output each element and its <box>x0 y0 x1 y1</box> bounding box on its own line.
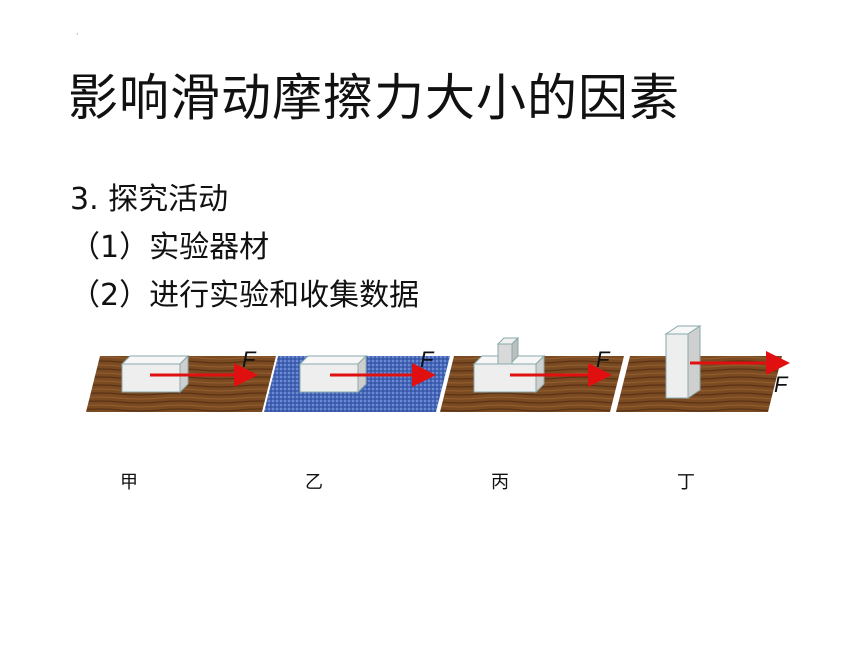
panel-jia: F <box>86 347 276 412</box>
force-label: F <box>242 347 257 372</box>
panel-label-bing: 丙 <box>491 472 509 493</box>
section-heading: 3. 探究活动 <box>70 182 229 217</box>
force-label: F <box>774 372 789 397</box>
panel-label-ding: 丁 <box>677 472 695 493</box>
block-front <box>473 363 537 393</box>
experiment-figure: F F F F <box>86 325 790 412</box>
block-top <box>120 355 190 365</box>
block-front <box>665 333 689 399</box>
force-label: F <box>420 347 435 372</box>
subsection-procedure: （2）进行实验和收集数据 <box>70 278 420 313</box>
panel-ding: F <box>616 325 790 412</box>
page-title: 影响滑动摩擦力大小的因素 <box>68 69 680 127</box>
block-front <box>299 363 359 393</box>
panel-label-yi: 乙 <box>305 472 323 493</box>
panel-label-jia: 甲 <box>120 472 138 493</box>
slide-marker: · <box>76 30 79 39</box>
block-front <box>121 363 181 393</box>
panel-bing: F <box>440 336 624 412</box>
block-top <box>298 355 368 365</box>
subsection-materials: （1）实验器材 <box>70 230 270 265</box>
small-block-front <box>497 343 513 365</box>
panel-yi: F <box>264 347 450 412</box>
force-label: F <box>596 347 611 372</box>
